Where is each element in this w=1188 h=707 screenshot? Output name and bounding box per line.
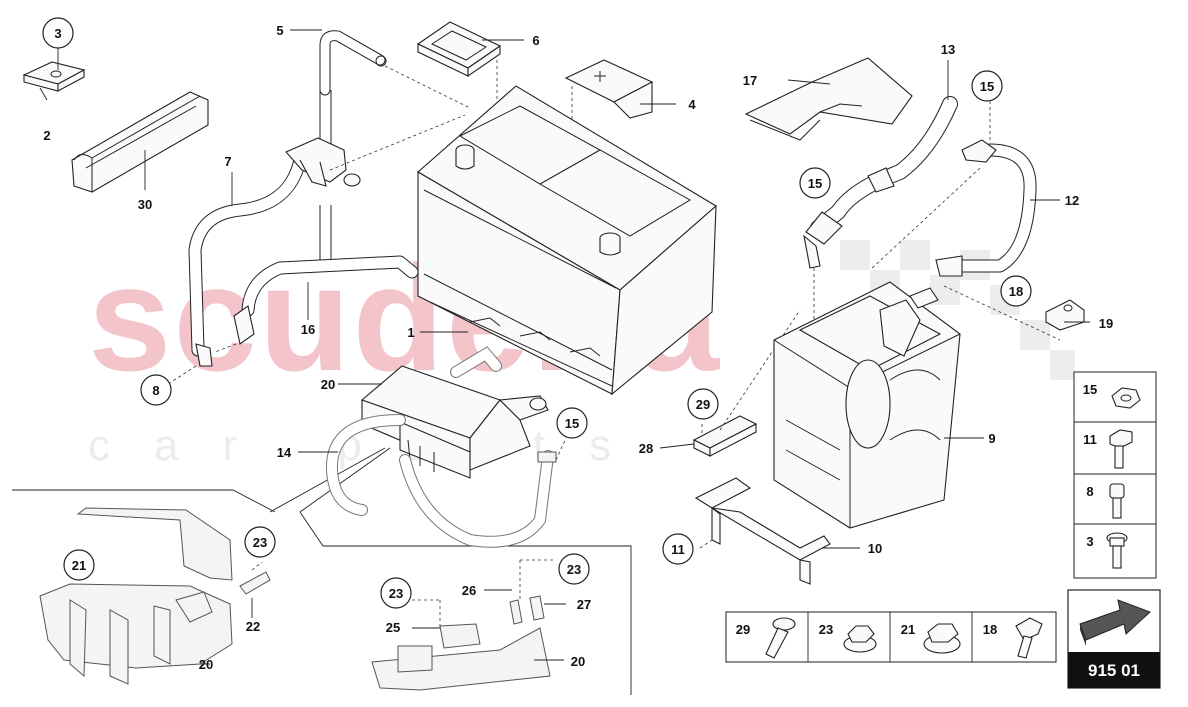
callout-19: 19 (1099, 316, 1113, 331)
callout-26: 26 (462, 583, 476, 598)
legend-bottom-item-4: 18 (983, 622, 997, 637)
legend-bottom-item-2: 23 (819, 622, 833, 637)
callout-2: 2 (43, 128, 50, 143)
callout-circle-3 (42, 17, 74, 49)
callout-21: 21 (72, 558, 86, 573)
spacer-part-28 (659, 309, 801, 457)
callout-15b: 15 (980, 79, 994, 94)
callout-13: 13 (941, 42, 955, 57)
flange-nut-icon (843, 625, 877, 653)
nut-icon (1111, 387, 1141, 409)
legend-right-item-1: 15 (1083, 382, 1097, 397)
callout-28: 28 (639, 441, 653, 456)
callout-circle-23b (380, 577, 412, 609)
flange-screw-icon (765, 617, 796, 659)
battery-tray-part-9 (773, 281, 984, 529)
callout-3: 3 (54, 26, 61, 41)
callout-1: 1 (407, 325, 414, 340)
callout-23a: 23 (253, 535, 267, 550)
bolt-icon (1109, 429, 1133, 469)
legend-right-item-4: 3 (1086, 534, 1093, 549)
battery-cable-part-7 (167, 114, 466, 385)
terminal-cover-part-4 (564, 59, 676, 225)
callout-15c: 15 (808, 176, 822, 191)
legend-bottom-item-1: 29 (736, 622, 750, 637)
callout-6: 6 (532, 33, 539, 48)
diagram-code-plate: 915 01 (1067, 589, 1161, 689)
callout-27: 27 (577, 597, 591, 612)
cable-part-14 (298, 414, 567, 548)
callout-circle-8 (140, 374, 172, 406)
callout-circle-23a (244, 526, 276, 558)
battery-part-1 (417, 85, 717, 396)
hose-part-13 (803, 60, 958, 330)
callout-7: 7 (224, 154, 231, 169)
callout-12: 12 (1065, 193, 1079, 208)
callout-8: 8 (152, 383, 159, 398)
bracket-part-10 (694, 477, 860, 585)
flange-nut-large-icon (923, 623, 961, 654)
diagram-code: 915 01 (1088, 661, 1140, 680)
callout-circle-21 (63, 549, 95, 581)
callout-17: 17 (743, 73, 757, 88)
direction-arrow-icon (1079, 599, 1151, 646)
callout-5: 5 (276, 23, 283, 38)
callout-18: 18 (1009, 284, 1023, 299)
callout-circle-11 (662, 533, 694, 565)
callout-9: 9 (988, 431, 995, 446)
callouts: 3 2 30 5 6 4 7 16 8 1 20 14 15 29 28 17 … (42, 17, 1113, 672)
callout-20c: 20 (571, 654, 585, 669)
cover-part-17 (744, 57, 913, 141)
callout-circle-29 (687, 388, 719, 420)
fastener-legend-bottom: 29 23 21 18 (725, 611, 1057, 663)
callout-circle-23c (558, 553, 590, 585)
fuse-box-part-20 (338, 346, 549, 479)
callout-11: 11 (671, 542, 685, 557)
callout-circle-15c (799, 167, 831, 199)
callout-16: 16 (301, 322, 315, 337)
callout-4: 4 (688, 97, 696, 112)
callout-30: 30 (138, 197, 152, 212)
callout-circle-18 (1000, 275, 1032, 307)
callout-20: 20 (321, 377, 335, 392)
callout-15a: 15 (565, 416, 579, 431)
hex-bolt-icon (1015, 617, 1043, 659)
callout-circle-15b (971, 70, 1003, 102)
callout-circle-15a (556, 407, 588, 439)
callout-10: 10 (868, 541, 882, 556)
legend-bottom-item-3: 21 (901, 622, 915, 637)
clip-part-2 (22, 46, 86, 101)
bracket-part-19 (943, 285, 1090, 341)
socket-screw-icon (1109, 483, 1125, 519)
collar-bolt-icon (1106, 532, 1128, 569)
callout-29: 29 (696, 397, 710, 412)
subview-left (39, 507, 271, 685)
callout-23b: 23 (389, 586, 403, 601)
legend-right-item-3: 8 (1086, 484, 1093, 499)
callout-14: 14 (277, 445, 292, 460)
subview-right (371, 559, 566, 691)
legend-right-item-2: 11 (1083, 432, 1097, 447)
callout-20b: 20 (199, 657, 213, 672)
cable-part-12 (869, 100, 1060, 277)
terminal-cover-part-6 (416, 21, 524, 140)
edge-guard-part-30 (71, 91, 209, 193)
battery-cable-part-16 (214, 255, 419, 353)
callout-22: 22 (246, 619, 260, 634)
callout-23c: 23 (567, 562, 581, 577)
callout-25: 25 (386, 620, 400, 635)
vent-hose-part-5 (290, 29, 471, 260)
fastener-legend-right: 15 11 8 3 (1073, 371, 1157, 579)
